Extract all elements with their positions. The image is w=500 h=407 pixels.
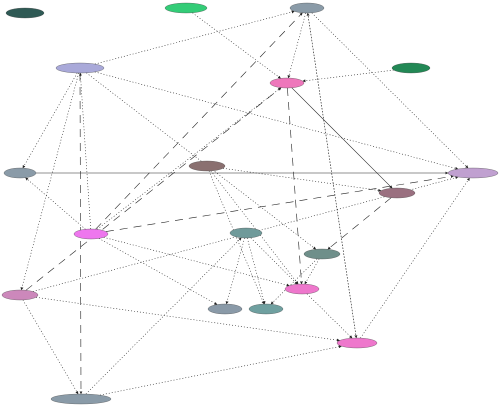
edge-n_lpink-n_pink3: [35, 297, 340, 342]
node-ellipse: [1, 289, 39, 301]
node-ellipse: [188, 160, 226, 172]
edge-n_green-n_pink1: [192, 12, 281, 79]
node-ellipse: [50, 393, 112, 405]
node-ellipse: [3, 167, 37, 179]
edge-n_top-n_pink1: [287, 12, 306, 79]
edge-n_mauve-n_teal2: [327, 197, 392, 250]
graph-node-n_lpink[interactable]: [1, 289, 39, 301]
edge-n_mag-n_lgray: [25, 177, 86, 230]
edge-n_lav-n_teal2: [86, 72, 317, 250]
graph-node-n_tl[interactable]: [5, 7, 45, 19]
edge-n_teal1-n_teal3: [247, 237, 266, 305]
node-ellipse: [248, 303, 284, 315]
node-ellipse: [73, 228, 109, 240]
node-ellipse: [447, 167, 499, 179]
graph-node-n_brown[interactable]: [188, 160, 226, 172]
node-ellipse: [378, 187, 416, 199]
edge-n_lav-n_lgray: [22, 72, 78, 169]
graph-node-n_teal2[interactable]: [303, 248, 341, 260]
graph-node-n_pink3[interactable]: [336, 337, 378, 349]
graph-node-n_mauve[interactable]: [378, 187, 416, 199]
edge-n_teal2-n_pink2: [304, 258, 320, 285]
edge-n_mag-n_rlav: [105, 175, 454, 232]
graph-node-n_pink1[interactable]: [269, 77, 305, 89]
edge-n_dgr-n_pink1: [302, 69, 394, 83]
graph-node-n_lgray[interactable]: [3, 167, 37, 179]
edge-n_bot-n_pink3: [99, 345, 342, 396]
node-ellipse: [55, 62, 105, 74]
graph-node-n_dgr[interactable]: [391, 62, 431, 74]
edge-n_lpink-n_bot: [22, 299, 79, 395]
edge-n_teal2-n_teal3: [270, 258, 318, 305]
edge-n_teal1-n_pink2: [250, 237, 298, 285]
node-ellipse: [269, 77, 305, 89]
graph-node-n_green[interactable]: [164, 2, 208, 14]
graph-node-n_mag[interactable]: [73, 228, 109, 240]
edge-n_pink3-n_rlav: [360, 177, 470, 339]
edge-n_pink2-n_pink3: [306, 293, 353, 339]
edge-n_brown-n_pink2: [210, 170, 299, 285]
edge-n_lav-n_top: [94, 10, 295, 65]
edge-n_teal1-n_sgray: [225, 237, 245, 305]
node-ellipse: [164, 2, 208, 14]
node-ellipse: [207, 303, 243, 315]
graph-node-n_rlav[interactable]: [447, 167, 499, 179]
node-ellipse: [303, 248, 341, 260]
node-ellipse: [5, 7, 45, 19]
edge-n_pink1-n_pink2: [287, 87, 303, 285]
node-ellipse: [336, 337, 378, 349]
edge-n_pink3-n_top: [306, 12, 357, 339]
graph-node-n_bot[interactable]: [50, 393, 112, 405]
node-ellipse: [229, 227, 263, 239]
graph-node-n_teal1[interactable]: [229, 227, 263, 239]
edge-n_brown-n_teal3: [208, 170, 265, 305]
node-ellipse: [284, 283, 320, 295]
graph-node-n_top[interactable]: [289, 2, 325, 14]
graph-node-n_pink2[interactable]: [284, 283, 320, 295]
edge-n_mag-n_lav: [78, 72, 91, 230]
edge-n_mag-n_sgray: [98, 238, 218, 305]
edge-n_lpink-n_pink1: [25, 87, 282, 291]
graph-node-n_lav[interactable]: [55, 62, 105, 74]
node-ellipse: [289, 2, 325, 14]
edge-n_mag-n_top: [95, 12, 303, 230]
edge-n_brown-n_mauve: [222, 168, 382, 192]
node-ellipse: [391, 62, 431, 74]
edge-n_top-n_rlav: [311, 12, 469, 169]
edge-n_mag-n_pink2: [103, 237, 290, 287]
graph-node-n_sgray[interactable]: [207, 303, 243, 315]
graph-node-n_teal3[interactable]: [248, 303, 284, 315]
edge-n_bot-n_teal1: [85, 237, 242, 395]
edge-n_mag-n_pink1: [96, 87, 282, 230]
edge-n_lav-n_lpink: [20, 72, 79, 291]
